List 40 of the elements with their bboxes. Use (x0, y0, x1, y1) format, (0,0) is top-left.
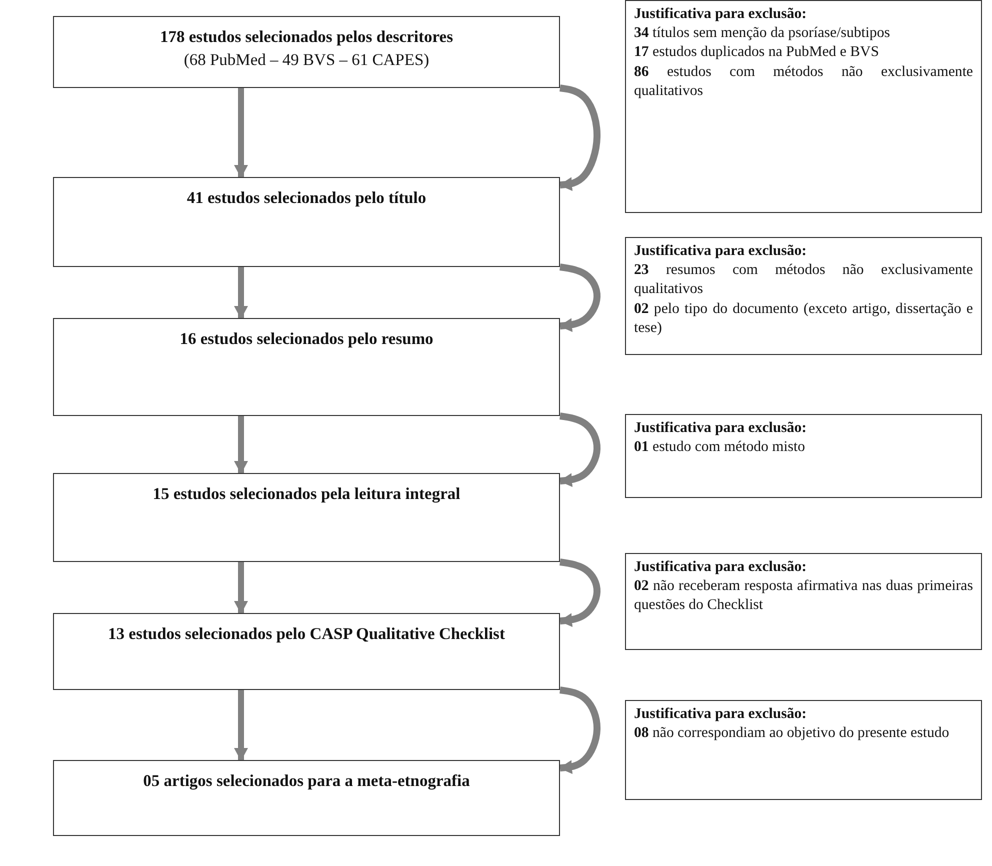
exclusion-reason: 02 pelo tipo do documento (exceto artigo, dissertação e tese) (634, 300, 973, 338)
arrow (234, 88, 248, 178)
curved-arrow (559, 558, 600, 628)
exclusion-box (625, 237, 982, 355)
exclusion-reason: 01 estudo com método misto (634, 438, 806, 458)
box-heading: Justificativa para exclusão: (634, 558, 808, 577)
arrow (234, 562, 248, 614)
process-box (53, 613, 560, 690)
exclusion-box (625, 414, 982, 498)
box-title: 41 estudos selecionados pelo título (186, 188, 428, 208)
curved-arrow (559, 686, 600, 774)
exclusion-reason: 17 estudos duplicados na PubMed e BVS (634, 43, 880, 62)
exclusion-box (625, 553, 982, 650)
process-box (53, 473, 560, 562)
process-box (53, 177, 560, 267)
exclusion-reason: 86 estudos com métodos não exclusivamente qualitativos (634, 62, 973, 101)
exclusion-reason: 08 não correspondiam ao objetivo do presente estudo (634, 724, 950, 744)
exclusion-box (625, 0, 982, 213)
box-heading: Justificativa para exclusão: (634, 5, 808, 24)
box-heading: Justificativa para exclusão: (634, 242, 808, 261)
box-title: 15 estudos selecionados pela leitura integral (152, 484, 462, 504)
curved-arrow (559, 264, 600, 332)
arrow (234, 267, 248, 319)
curved-arrow (559, 412, 600, 488)
exclusion-box (625, 700, 982, 800)
process-box (53, 16, 560, 88)
box-heading: Justificativa para exclusão: (634, 705, 808, 724)
box-subtitle: (68 PubMed – 49 BVS – 61 CAPES) (182, 50, 430, 70)
box-title: 13 estudos selecionados pelo CASP Qualitative Checklist (107, 624, 506, 644)
box-title: 178 estudos selecionados pelos descritores (158, 27, 454, 47)
arrow (234, 690, 248, 761)
box-heading: Justificativa para exclusão: (634, 419, 808, 438)
exclusion-reason: 34 títulos sem menção da psoríase/subtipos (634, 24, 892, 44)
box-title: 16 estudos selecionados pelo resumo (178, 329, 434, 349)
arrow (234, 416, 248, 474)
exclusion-reason: 02 não receberam resposta afirmativa nas duas primeiras questões do Checklist (634, 577, 973, 616)
box-title: 05 artigos selecionados para a meta-etnografia (142, 771, 471, 791)
process-box (53, 318, 560, 416)
curved-arrow (559, 84, 600, 192)
process-box (53, 760, 560, 836)
